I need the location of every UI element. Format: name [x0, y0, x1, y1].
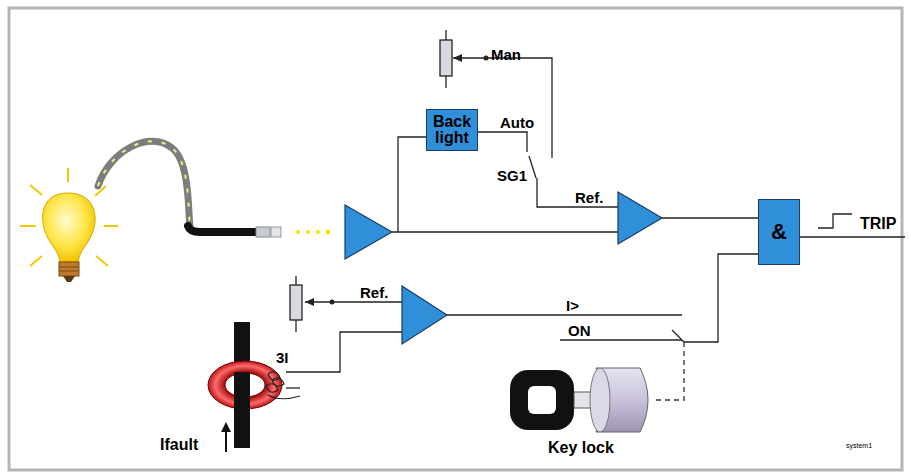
- fault-arrow: [221, 422, 231, 432]
- fault-current: Ifault: [160, 437, 198, 453]
- wiring: [286, 58, 905, 388]
- trip-step: [818, 214, 852, 228]
- optic-fibre: [271, 227, 281, 237]
- optic-fibre: [316, 230, 320, 234]
- optic-fibre: [98, 141, 190, 228]
- frame: [9, 8, 902, 470]
- light-bulb: [20, 168, 118, 282]
- wiring: [672, 330, 684, 342]
- current-transformer: [268, 395, 300, 399]
- optic-fibre: [256, 227, 270, 237]
- fault-arrow: [221, 422, 231, 452]
- trip-step: [818, 214, 852, 228]
- watermark: system1: [846, 438, 872, 454]
- current-transformer: [208, 322, 300, 448]
- and-gate: &: [758, 199, 800, 265]
- key-lock-symbol: [590, 368, 610, 432]
- pot-arrows: [453, 54, 462, 62]
- wiring: [398, 137, 427, 232]
- amplifier-triangle: [402, 286, 447, 344]
- light-bulb: [63, 276, 75, 282]
- current-transformer: [234, 372, 250, 448]
- fault-arrow: [225, 430, 227, 452]
- light-bulb: [30, 256, 42, 266]
- signal-name: 3I: [276, 350, 289, 366]
- light-bulb: [59, 267, 79, 268]
- node-text: &: [771, 224, 787, 240]
- wiring: [305, 301, 402, 302]
- pot-arrows: [484, 56, 489, 61]
- pot-arrows: [305, 298, 314, 306]
- light-bulb: [43, 193, 95, 262]
- potentiometer: [440, 40, 452, 76]
- optic-fibre: [326, 230, 331, 235]
- light-bulb: [20, 168, 118, 266]
- light-bulb: [30, 185, 42, 195]
- key-lock-symbol: [510, 368, 648, 432]
- wiring: [286, 387, 300, 388]
- light-bulb: [20, 225, 36, 227]
- light-bulb: [67, 168, 69, 182]
- frame: [9, 8, 902, 470]
- wiring: [445, 314, 682, 315]
- wiring: [800, 236, 905, 237]
- reference-label: Ref.: [575, 190, 603, 206]
- switch-name: SG1: [497, 168, 527, 184]
- key-lock-symbol: [510, 370, 574, 430]
- node-text: Back light: [430, 114, 474, 146]
- key-lock-symbol: [528, 386, 556, 414]
- light-bulb: [104, 225, 118, 227]
- reference-label: Ref.: [360, 285, 388, 301]
- pot-arrows: [305, 54, 489, 306]
- optic-fibre: [98, 141, 190, 228]
- wiring: [660, 217, 758, 218]
- amplifier-triangle: [345, 192, 662, 344]
- potentiometer: [290, 30, 452, 332]
- wiring: [392, 231, 618, 232]
- wiring: [537, 178, 620, 207]
- key-link: [656, 342, 684, 400]
- light-bulb: [96, 256, 108, 266]
- optic-fibre: [296, 230, 330, 235]
- wiring: [529, 156, 536, 178]
- light-bulb: [59, 262, 79, 276]
- potentiometer: [290, 285, 302, 320]
- amplifier-triangle: [618, 192, 662, 244]
- light-bulb: [59, 271, 79, 272]
- optic-fibre: [296, 230, 300, 234]
- switch-position: Man: [491, 47, 521, 63]
- amplifier-triangle: [345, 205, 392, 259]
- optic-fibre: [188, 226, 258, 232]
- backlight-box: Back light: [426, 109, 478, 151]
- switch-position: Auto: [500, 115, 534, 131]
- wiring: [560, 339, 682, 340]
- output-signal: TRIP: [860, 216, 896, 232]
- wiring: [477, 132, 527, 152]
- part-name: Key lock: [548, 440, 614, 456]
- signal-name: I>: [566, 298, 579, 314]
- wiring: [286, 332, 402, 372]
- signal-name: ON: [568, 323, 591, 339]
- current-transformer: [266, 372, 284, 393]
- pot-arrows: [330, 300, 335, 305]
- key-link: [656, 342, 684, 400]
- optic-fibre: [306, 230, 310, 234]
- wiring: [684, 254, 758, 342]
- optic-fibre: [98, 141, 330, 237]
